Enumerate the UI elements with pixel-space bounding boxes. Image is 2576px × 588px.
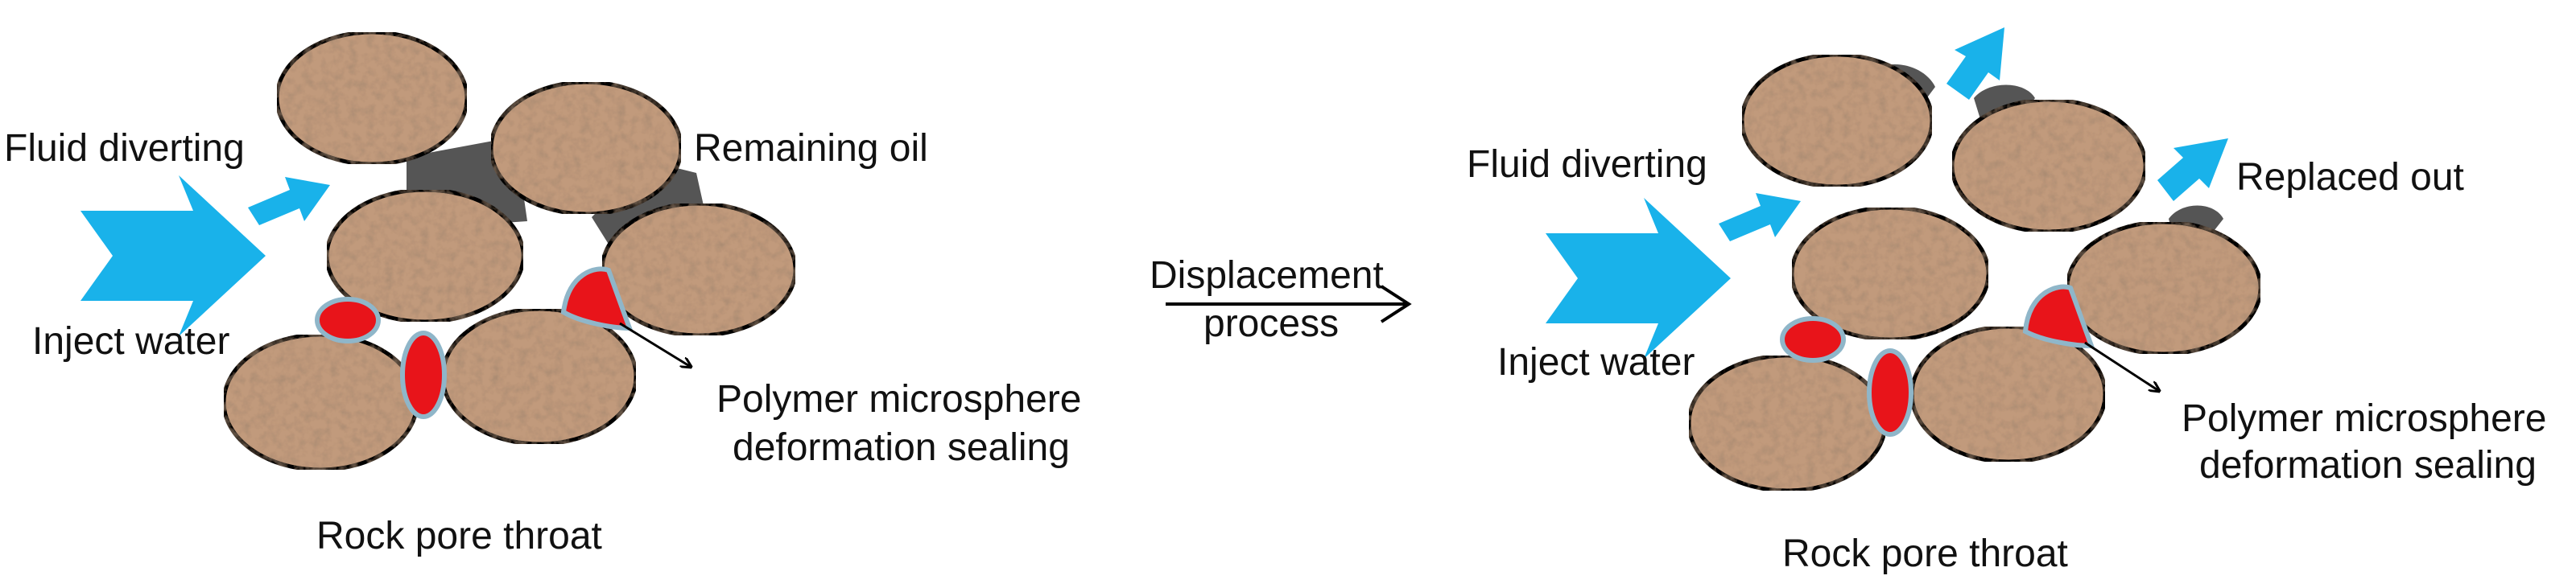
rock-grain xyxy=(1686,353,1888,493)
left-rock-pore-throat-label: Rock pore throat xyxy=(316,515,602,557)
replaced-out-arrow-icon xyxy=(2157,138,2228,201)
left-remaining-oil-label: Remaining oil xyxy=(694,127,928,170)
polymer-microsphere-seal xyxy=(1867,348,1913,437)
left-panel: Fluid diverting Remaining oil Inject wat… xyxy=(4,30,1081,557)
polymer-pointer-arrow-icon xyxy=(2084,341,2159,391)
rock-grain xyxy=(489,80,683,216)
rock-grain xyxy=(440,306,638,446)
displacement-arrow-icon xyxy=(1166,285,1412,323)
polymer-microsphere-seal xyxy=(315,297,381,343)
remaining-oil-blob xyxy=(592,161,704,249)
right-panel: Fluid diverting Replaced out Inject wate… xyxy=(1467,27,2546,575)
right-inject-water-label: Inject water xyxy=(1497,341,1695,384)
rock-grain xyxy=(600,201,798,338)
rock-grain xyxy=(2065,220,2263,356)
right-replaced-out-label: Replaced out xyxy=(2236,156,2464,199)
displacement-label-line2: process xyxy=(1203,302,1339,345)
inject-water-arrow-icon xyxy=(80,175,266,336)
polymer-microsphere-seal xyxy=(1780,316,1846,363)
rock-grain xyxy=(1950,97,2148,234)
left-polymer-label-line1: Polymer microsphere xyxy=(716,378,1081,421)
fluid-diverting-arrow-icon xyxy=(1719,193,1801,241)
left-polymer-label-line2: deformation sealing xyxy=(733,426,1070,469)
right-rock-pore-throat-label: Rock pore throat xyxy=(1782,532,2068,575)
polymer-pointer-arrow-icon xyxy=(619,322,691,367)
fluid-diverting-arrow-icon xyxy=(248,177,330,225)
rock-grain xyxy=(221,332,419,472)
rock-grain xyxy=(324,187,526,324)
right-polymer-label-line2: deformation sealing xyxy=(2199,444,2537,487)
polymer-microsphere-seal xyxy=(560,266,634,331)
rock-grain xyxy=(1790,205,1991,342)
inject-water-arrow-icon xyxy=(1546,198,1731,359)
displacement-process: Displacement process xyxy=(1150,254,1412,345)
polymer-microsphere-seal xyxy=(400,331,447,419)
polymer-microsphere-seal xyxy=(2022,284,2095,349)
left-fluid-diverting-label: Fluid diverting xyxy=(4,127,245,170)
right-polymer-label-line1: Polymer microsphere xyxy=(2182,397,2546,440)
right-fluid-diverting-label: Fluid diverting xyxy=(1467,143,1707,186)
left-inject-water-label: Inject water xyxy=(32,320,229,363)
replaced-out-arrow-icon xyxy=(1946,27,2004,100)
rock-grain xyxy=(1740,52,1934,189)
displacement-label-line1: Displacement xyxy=(1150,254,1384,297)
rock-grain xyxy=(275,30,469,167)
